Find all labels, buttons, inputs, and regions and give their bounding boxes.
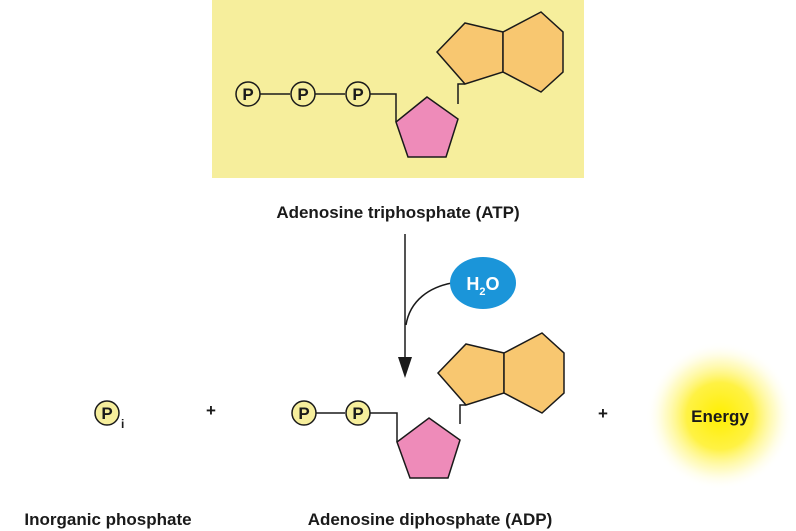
ribose-pentagon bbox=[395, 96, 459, 158]
adenine-six-ring bbox=[503, 332, 565, 414]
water-subscript: 2 bbox=[479, 286, 485, 298]
phosphate-subscript: i bbox=[121, 417, 124, 431]
inorganic-phosphate: P i bbox=[94, 400, 124, 431]
atp-molecule: P P P bbox=[235, 11, 564, 158]
bond-line bbox=[370, 93, 397, 122]
plus-sign: + bbox=[206, 401, 216, 420]
plus-sign: + bbox=[598, 404, 608, 423]
phosphate-circle bbox=[94, 400, 120, 426]
phosphate-group: P bbox=[345, 400, 371, 426]
atp-label: Adenosine triphosphate (ATP) bbox=[276, 203, 519, 222]
water-formula: H2O bbox=[466, 274, 499, 298]
phosphate-label: P bbox=[101, 404, 112, 423]
adp-label: Adenosine diphosphate (ADP) bbox=[308, 510, 553, 529]
phosphate-label: P bbox=[242, 85, 253, 104]
phosphate-circle bbox=[235, 81, 261, 107]
adenine-five-ring bbox=[435, 22, 504, 85]
water-bubble bbox=[450, 257, 516, 309]
adp-molecule: P P bbox=[291, 332, 565, 479]
bond-line bbox=[459, 404, 466, 424]
phosphate-circle bbox=[291, 400, 317, 426]
phosphate-circle bbox=[290, 81, 316, 107]
phosphate-label: P bbox=[298, 404, 309, 423]
bond-line bbox=[370, 412, 398, 442]
water-h: H bbox=[466, 274, 479, 294]
energy-burst: Energy bbox=[646, 342, 794, 490]
phosphate-circle bbox=[345, 400, 371, 426]
phosphate-label: P bbox=[352, 404, 363, 423]
water-molecule: H2O bbox=[450, 257, 516, 309]
phosphate-group: P bbox=[235, 81, 261, 107]
bond-line bbox=[457, 83, 465, 104]
phosphate-circle bbox=[345, 81, 371, 107]
phosphate-group: P bbox=[345, 81, 371, 107]
ribose-pentagon bbox=[396, 417, 461, 479]
phosphate-group: P bbox=[291, 400, 317, 426]
adenine-five-ring bbox=[436, 343, 505, 406]
phosphate-label: P bbox=[352, 85, 363, 104]
phosphate-group: P bbox=[290, 81, 316, 107]
water-o: O bbox=[486, 274, 500, 294]
energy-glow bbox=[646, 342, 794, 490]
phosphate-label: P bbox=[297, 85, 308, 104]
inorganic-phosphate-label: Inorganic phosphate bbox=[24, 510, 191, 529]
arrow-head bbox=[398, 357, 412, 378]
energy-label: Energy bbox=[691, 407, 749, 426]
water-input-curve bbox=[405, 282, 453, 326]
adenine-six-ring bbox=[502, 11, 564, 93]
